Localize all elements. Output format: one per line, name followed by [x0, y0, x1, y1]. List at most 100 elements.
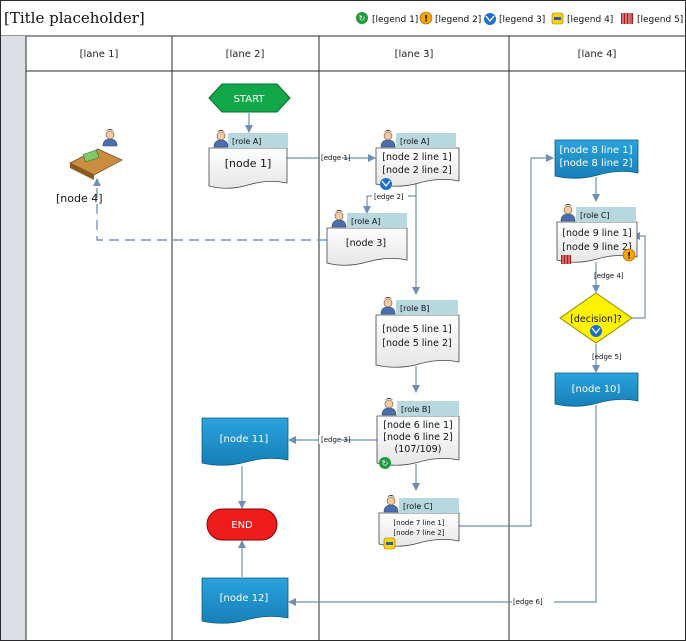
- edge-label-bg-6: [512, 597, 554, 606]
- arrival-check-role: [role A]: [400, 137, 429, 146]
- flow-decision-icon-glyph: [485, 15, 495, 23]
- sap-posting-icon: [379, 457, 391, 469]
- putaway-order-node: [node 8 line 1] [node 8 line 2]: [554, 139, 639, 179]
- recheck-commission-role: [role A]: [351, 217, 380, 226]
- outside-recheck-label: [node 4]: [56, 192, 103, 205]
- receipt-confirm-role: [role B]: [401, 405, 430, 414]
- edge-label-interface-2: [edge 3]: [321, 436, 351, 444]
- inspection-record-role-tab: [396, 300, 458, 315]
- end-label: END: [231, 520, 253, 531]
- swimlanes: [lane 1] [lane 2] [lane 3] [lane 4]: [0, 35, 686, 640]
- warning-icon: [419, 11, 433, 25]
- recheck-commission-doc: [326, 227, 408, 266]
- purchase-order-role: [role A]: [232, 137, 261, 146]
- lane-header-wms-pda: [lane 4]: [578, 49, 617, 60]
- edge-record-to-update: [288, 405, 597, 606]
- legend-warning: [legend 2]: [435, 15, 481, 25]
- create-voucher-node: [node 11]: [201, 417, 289, 466]
- inspector-desk-icon: [69, 128, 123, 180]
- putaway-decision-node: [decision]?: [559, 292, 633, 344]
- purchase-order-node: [role A] [node 1]: [208, 129, 288, 189]
- legend-sap-posting: [legend 1]: [372, 15, 418, 25]
- receipt-confirm-node: [role B] [node 6 line 1] [node 6 line 2]…: [376, 397, 460, 469]
- receipt-confirm-line3: (107/109): [395, 444, 442, 455]
- print-label-line2: [node 7 line 2]: [393, 529, 444, 537]
- print-label-node: [role C] [node 7 line 1] [node 7 line 2]: [378, 494, 460, 550]
- receipt-confirm-line1: [node 6 line 1]: [383, 420, 452, 431]
- arrival-check-line2: [node 2 line 2]: [382, 165, 451, 176]
- update-location-doc: [201, 577, 289, 624]
- purchase-order-text: [node 1]: [225, 157, 272, 170]
- edge-label-location-changed: [edge 6]: [513, 598, 543, 606]
- print-label-role: [role C]: [403, 502, 433, 511]
- flow-decision-icon: [590, 325, 602, 337]
- edge-recheck-to-outside: [93, 178, 327, 241]
- putaway-order-line1: [node 8 line 1]: [559, 145, 632, 156]
- left-strip: [1, 36, 26, 640]
- recheck-commission-role-tab: [347, 213, 407, 228]
- putaway-decision-diamond: [559, 292, 633, 344]
- scan-codes-role-tab: [576, 207, 636, 222]
- update-location-text: [node 12]: [220, 593, 269, 604]
- recheck-commission-text: [node 3]: [346, 238, 386, 249]
- inspection-record-line1: [node 5 line 1]: [382, 324, 451, 335]
- warning-icon-glyph: !: [424, 15, 428, 25]
- page-title: [Title placeholder]: [4, 9, 145, 27]
- print-barcode-icon-bar: [554, 17, 561, 20]
- update-location-node: [node 12]: [201, 577, 289, 624]
- inspection-record-doc: [375, 314, 460, 368]
- arrival-check-role-tab: [396, 133, 456, 148]
- edge-decision-loop: [632, 232, 646, 319]
- recheck-commission-node: [role A] [node 3]: [326, 209, 408, 266]
- flow-decision-icon: [380, 178, 392, 190]
- scan-barcode-icon: [621, 13, 633, 24]
- putaway-decision-text: [decision]?: [570, 314, 622, 325]
- create-voucher-doc: [201, 417, 289, 466]
- inspection-record-node: [role B] [node 5 line 1] [node 5 line 2]: [375, 296, 460, 368]
- edge-label-yes: [edge 5]: [592, 353, 622, 361]
- flow-decision-icon: [484, 13, 496, 25]
- scan-codes-role: [role C]: [580, 211, 610, 220]
- warning-icon: [622, 248, 636, 262]
- end-node: END: [206, 508, 278, 541]
- scan-codes-node: [role C] [node 9 line 1] [node 9 line 2]…: [556, 203, 638, 264]
- arrival-check-line1: [node 2 line 1]: [382, 152, 451, 163]
- receipt-confirm-line2: [node 6 line 2]: [383, 432, 452, 443]
- sap-posting-icon-glyph: ↻: [359, 14, 366, 23]
- svg-text:!: !: [627, 252, 631, 262]
- arrival-check-node: [role A] [node 2 line 1] [node 2 line 2]: [375, 129, 460, 190]
- edge-labels: [edge 1] [edge 2] [edge 3] [edge 4] [edg…: [319, 153, 624, 606]
- print-label-role-tab: [399, 498, 459, 513]
- start-node: START: [208, 83, 291, 113]
- purchase-order-doc: [208, 147, 288, 189]
- edge-print-to-putaway: [459, 154, 554, 527]
- putaway-record-node: [node 10]: [554, 372, 639, 407]
- putaway-record-doc: [554, 372, 639, 407]
- legend-flow-decision: [legend 3]: [499, 15, 545, 25]
- inspection-record-role: [role B]: [400, 304, 429, 313]
- edge-label-interface-1: [edge 1]: [321, 154, 351, 162]
- connectors: [93, 113, 646, 606]
- receipt-confirm-role-tab: [397, 401, 459, 416]
- lane-header-outside: [lane 1]: [80, 49, 119, 60]
- print-label-line1: [node 7 line 1]: [393, 519, 444, 527]
- legend-print-barcode: [legend 4]: [567, 15, 613, 25]
- putaway-record-text: [node 10]: [572, 384, 621, 395]
- header: [Title placeholder] ↻ [legend 1] ! [lege…: [4, 9, 683, 27]
- lane-header-sap: [lane 2]: [226, 49, 265, 60]
- scan-barcode-icon: [561, 255, 571, 264]
- putaway-order-line2: [node 8 line 2]: [559, 158, 632, 169]
- edge-label-bg-3: [319, 435, 341, 444]
- scan-codes-line1: [node 9 line 1]: [562, 228, 631, 239]
- legend-scan-barcode: [legend 5]: [637, 15, 683, 25]
- lane-header-wms-pc: [lane 3]: [395, 49, 434, 60]
- svg-text:↻: ↻: [382, 459, 389, 468]
- create-voucher-text: [node 11]: [220, 434, 269, 445]
- edge-label-bg-1: [320, 153, 342, 162]
- edge-label-outside-recheck: [edge 2]: [374, 193, 404, 201]
- outside-recheck-node: [node 4]: [56, 128, 123, 205]
- putaway-order-doc: [554, 139, 639, 179]
- edge-label-no-continue: [edge 4]: [594, 272, 624, 280]
- edge-label-bg-2: [372, 192, 408, 201]
